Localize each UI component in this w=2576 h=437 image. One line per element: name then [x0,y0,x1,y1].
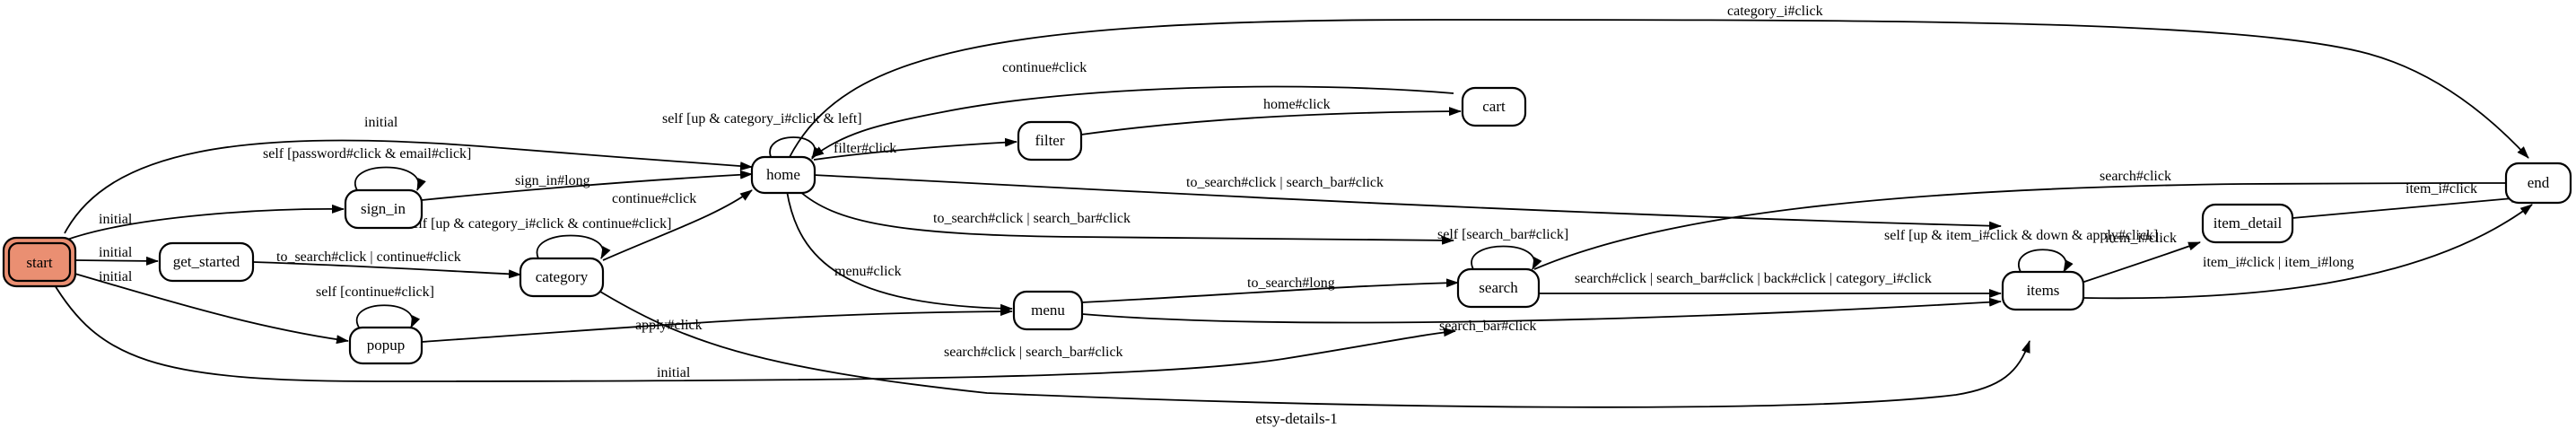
edge-home-items: to_search#click | search_bar#click [813,174,2002,231]
edge-get_started-category: to_search#click | continue#click [252,249,521,279]
node-label-search: search [1479,279,1518,296]
edge-label-search-self: self [search_bar#click] [1437,227,1568,242]
edge-category-self: self [up & category_i#click & continue#c… [406,216,671,259]
node-label-cart: cart [1482,98,1506,115]
node-item_detail[interactable]: item_detail [2201,203,2294,244]
edge-label-start-sign_in: initial [99,212,133,227]
edge-popup-menu: apply#click [421,307,1013,343]
edge-label-category-home: continue#click [612,191,696,206]
node-sign_in[interactable]: sign_in [344,188,424,230]
node-label-filter: filter [1035,132,1064,149]
edge-label-menu-items: search_bar#click [1439,319,1536,334]
edge-items-item_detail: item_i#click [2081,231,2201,284]
edge-search-items: search#click | search_bar#click | back#c… [1538,271,2002,298]
node-label-popup: popup [367,336,406,354]
edge-label-items-self: self [up & item_i#click & down & apply#c… [1884,228,2158,243]
edge-label-home-self: self [up & category_i#click & left] [662,111,862,127]
edge-menu-search: to_search#long [1081,275,1459,303]
node-label-items: items [2027,282,2060,299]
edge-filter-cart: home#click [1080,97,1462,135]
node-start[interactable]: start [2,236,77,288]
edge-search-self: self [search_bar#click] [1437,227,1568,270]
edge-search-end: search#click [1533,169,2524,270]
node-label-menu: menu [1031,302,1065,319]
node-label-item_detail: item_detail [2214,214,2283,232]
edge-label-home-search: to_search#click | search_bar#click [933,211,1131,226]
edge-home-end: category_i#click [789,4,2529,159]
edge-label-home-filter: filter#click [834,141,896,156]
edge-label-category-self: self [up & category_i#click & continue#c… [406,216,671,232]
edge-label-start-home: initial [364,115,398,130]
edge-label-start-search: initial [657,365,691,380]
node-label-start: start [26,254,53,271]
edge-label-items-item_detail: item_i#click [2105,231,2177,246]
edge-category-items: search#click | search_bar#click [595,288,2030,408]
node-label-end: end [2528,174,2550,191]
edge-label-items-end: item_i#click | item_i#long [2203,255,2354,270]
edge-start-popup: initial [71,269,349,345]
node-end[interactable]: end [2504,162,2572,205]
node-get_started[interactable]: get_started [158,241,255,283]
edge-category-home: continue#click [602,189,753,261]
edge-label-home-end: category_i#click [1727,4,1823,19]
node-cart[interactable]: cart [1461,86,1527,127]
edge-start-get_started: initial [74,245,159,266]
node-category[interactable]: category [519,257,605,298]
node-popup[interactable]: popup [348,326,424,365]
node-menu[interactable]: menu [1012,290,1084,331]
edge-label-search-end: search#click [2100,169,2171,184]
node-label-category: category [536,268,589,285]
edge-home-search: to_search#click | search_bar#click [798,189,1454,245]
edge-sign_in-self: self [password#click & email#click] [263,146,471,191]
edge-home-menu: menu#click [786,190,1013,313]
edge-start-search: initial [51,280,1456,382]
node-label-home: home [766,166,800,183]
edge-label-item_detail-end: item_i#click [2406,181,2477,197]
edge-label-filter-cart: home#click [1263,97,1331,112]
node-items[interactable]: items [2001,270,2085,311]
edge-menu-items: search_bar#click [1081,297,2002,334]
edge-sign_in-home: sign_in#long [421,170,753,201]
edge-items-self: self [up & item_i#click & down & apply#c… [1884,228,2158,273]
edge-label-sign_in-self: self [password#click & email#click] [263,146,471,162]
edge-label-sign_in-home: sign_in#long [515,173,590,188]
edge-label-popup-menu: apply#click [635,318,703,333]
edge-home-self: self [up & category_i#click & left] [662,111,862,160]
edge-label-menu-search: to_search#long [1247,275,1335,291]
edge-label-start-get_started: initial [99,245,133,260]
node-home[interactable]: home [750,155,816,195]
diagram-title: etsy-details-1 [1255,410,1338,427]
node-label-sign_in: sign_in [361,200,406,217]
edge-start-sign_in: initial [64,204,345,241]
edge-items-end: item_i#click | item_i#long [2083,204,2533,300]
edge-cart-home: continue#click [811,60,1454,158]
edge-label-get_started-category: to_search#click | continue#click [276,249,461,265]
edge-label-popup-self: self [continue#click] [316,284,434,300]
node-label-get_started: get_started [173,253,240,270]
edge-label-home-menu: menu#click [834,264,902,279]
edge-home-filter: filter#click [813,137,1017,161]
edge-label-search-items: search#click | search_bar#click | back#c… [1575,271,1932,286]
edge-label-start-popup: initial [99,269,133,284]
edge-label-category-items: search#click | search_bar#click [944,345,1123,360]
edge-start-home: initial [64,115,753,234]
edge-label-home-items: to_search#click | search_bar#click [1186,175,1384,190]
node-search[interactable]: search [1456,267,1541,309]
edge-item_detail-end: item_i#click [2292,181,2524,219]
node-filter[interactable]: filter [1017,120,1083,162]
edge-label-cart-home: continue#click [1002,60,1087,75]
edge-popup-self: self [continue#click] [316,284,434,328]
